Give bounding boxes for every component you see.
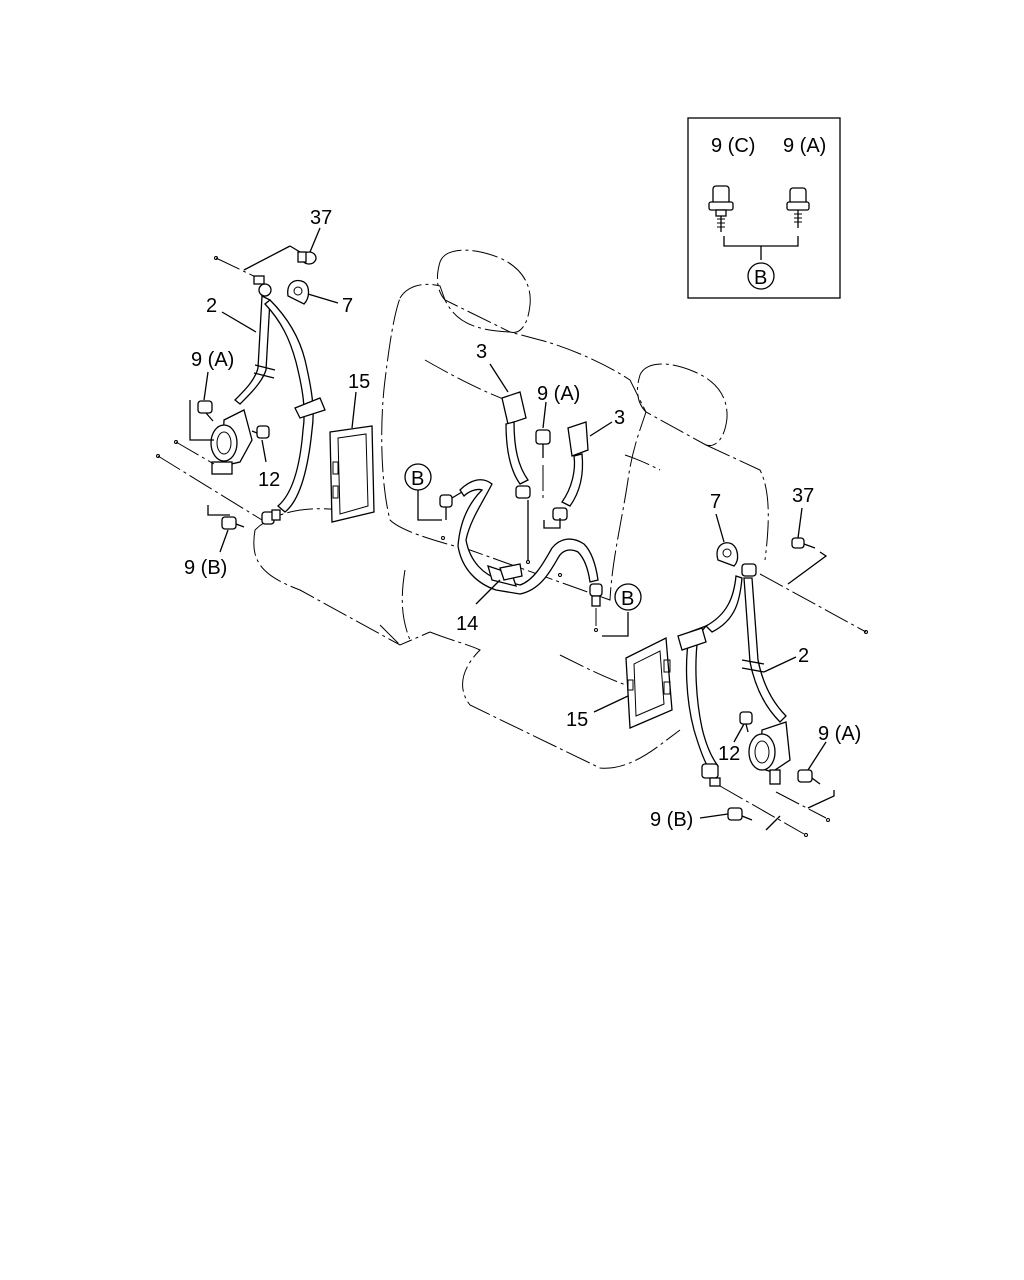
lower-anchor-left-icon bbox=[261, 509, 281, 525]
right-seat-belt-assembly bbox=[625, 537, 868, 837]
bolt-9a-icon bbox=[786, 187, 810, 228]
bolt-12-left-icon bbox=[251, 425, 270, 439]
ref-b-left-circle bbox=[404, 463, 432, 491]
inset-group-circle bbox=[747, 262, 775, 290]
bolt-9b-left-icon bbox=[221, 516, 245, 530]
retractor-right-icon bbox=[748, 721, 791, 785]
inset-frame bbox=[687, 117, 841, 299]
label-37-right: 37 bbox=[792, 485, 814, 507]
clip-37-right-icon bbox=[791, 537, 816, 549]
trim-panel-15-right-icon bbox=[625, 636, 673, 729]
upper-anchor-right-icon bbox=[741, 563, 757, 577]
label-b-right: B bbox=[621, 588, 634, 610]
label-12-left: 12 bbox=[258, 469, 280, 491]
center-belt-assembly bbox=[404, 391, 642, 637]
label-7-right: 7 bbox=[710, 491, 721, 513]
label-14: 14 bbox=[456, 613, 478, 635]
buckle-3-right-icon bbox=[561, 421, 589, 507]
label-9a-center: 9 (A) bbox=[537, 383, 580, 405]
label-15-right: 15 bbox=[566, 709, 588, 731]
anchor-b-right-icon bbox=[589, 583, 603, 607]
ref-b-right-circle bbox=[614, 583, 642, 611]
inset-group-label: B bbox=[754, 267, 767, 289]
anchor-b-left-icon bbox=[439, 491, 463, 520]
cover-7-right-icon bbox=[716, 542, 739, 567]
label-9b-left: 9 (B) bbox=[184, 557, 227, 579]
bolt-9b-right-icon bbox=[727, 807, 753, 821]
inset-detail-b: 9 (C) 9 (A) B bbox=[687, 117, 841, 299]
label-b-left: B bbox=[411, 468, 424, 490]
label-7-left: 7 bbox=[342, 295, 353, 317]
inset-label-9c: 9 (C) bbox=[711, 135, 755, 157]
retractor-icon bbox=[210, 409, 253, 475]
label-3-left: 3 bbox=[476, 341, 487, 363]
bolt-12-right-icon bbox=[739, 711, 753, 733]
lower-anchor-right-icon bbox=[701, 763, 721, 787]
upper-anchor-icon bbox=[253, 275, 272, 297]
anchor-center-1-icon bbox=[515, 485, 531, 499]
label-9a-right: 9 (A) bbox=[818, 723, 861, 745]
label-37-left: 37 bbox=[310, 207, 332, 229]
inset-label-9a: 9 (A) bbox=[783, 135, 826, 157]
callout-labels: 37 7 2 9 (A) 12 9 (B) 15 3 9 (A) 3 B 14 … bbox=[184, 207, 861, 831]
inset-bracket bbox=[723, 236, 799, 260]
bolt-9a-left-icon bbox=[197, 400, 214, 422]
bolt-9c-icon bbox=[708, 185, 734, 232]
lap-belt-14-icon bbox=[457, 479, 599, 595]
trim-panel-15-left-icon bbox=[329, 425, 375, 523]
bolt-9a-right-icon bbox=[797, 769, 821, 785]
label-2-right: 2 bbox=[798, 645, 809, 667]
cover-7-left-icon bbox=[287, 279, 310, 305]
label-9a-left: 9 (A) bbox=[191, 349, 234, 371]
label-9b-right: 9 (B) bbox=[650, 809, 693, 831]
left-seat-belt-assembly bbox=[156, 245, 375, 530]
clip-37-left-icon bbox=[297, 251, 317, 265]
label-15-left: 15 bbox=[348, 371, 370, 393]
bolt-9a-center-icon bbox=[535, 429, 551, 458]
leader-lines bbox=[203, 227, 827, 819]
label-3-right: 3 bbox=[614, 407, 625, 429]
label-12-right: 12 bbox=[718, 743, 740, 765]
buckle-3-left-icon bbox=[501, 391, 529, 485]
label-2-left: 2 bbox=[206, 295, 217, 317]
